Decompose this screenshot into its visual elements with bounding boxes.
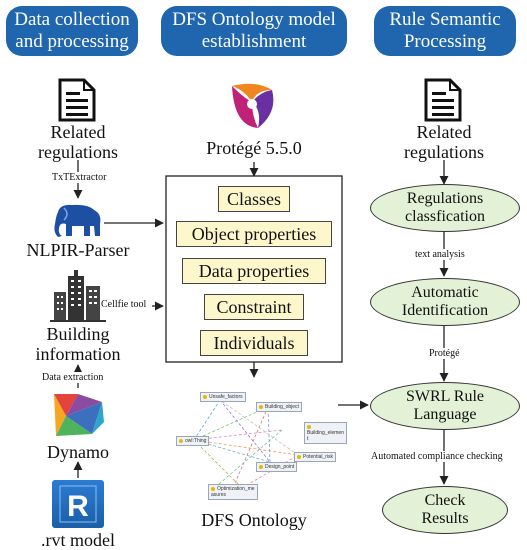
document-icon <box>424 78 462 122</box>
ontology-node-building-object: Building_object <box>256 402 302 412</box>
ontology-node-unsafe-factors: Unsafe_factors <box>200 392 246 402</box>
ontology-edges <box>193 399 299 491</box>
building-icon <box>50 270 106 322</box>
protege-logo <box>232 83 274 128</box>
header-ontology-establishment: DFS Ontology model establishment <box>161 6 347 56</box>
classes-item: Classes <box>218 186 290 212</box>
regulations-classification-node: Regulations classfication <box>370 184 520 232</box>
check-results-node: Check Results <box>382 486 508 534</box>
object-properties-item: Object properties <box>176 221 332 247</box>
related-regulations-right: Related regulations <box>404 122 484 162</box>
protege-label: Protégé 5.5.0 <box>206 138 302 158</box>
ontology-node-building-element: Building_elemen t <box>304 422 347 444</box>
revit-icon: R <box>52 480 104 528</box>
ontology-node-thing: owl:Thing <box>176 436 210 446</box>
cellfie-label: Cellfie tool <box>100 299 148 310</box>
ontology-items: Classes Object properties Data propertie… <box>166 176 342 362</box>
elephant-icon <box>54 204 101 237</box>
ontology-node-design-point: Design_point <box>256 462 298 472</box>
individuals-item: Individuals <box>200 330 308 356</box>
ontology-graph: owl:Thing Unsafe_factors Building_object… <box>172 380 347 500</box>
data-properties-item: Data properties <box>182 258 326 284</box>
dfs-ontology-caption: DFS Ontology <box>201 510 307 530</box>
ontology-node-potential-risk: Potential_risk <box>294 452 337 462</box>
ontology-node-optimization: Optimization_me asures <box>208 484 258 500</box>
dynamo-icon <box>54 394 104 436</box>
txtextractor-label: TxTExtractor <box>50 172 109 183</box>
nlpir-label: NLPIR-Parser <box>26 240 130 260</box>
svg-text:R: R <box>67 490 89 523</box>
building-information-label: Building information <box>35 324 121 364</box>
header-rule-semantic: Rule Semantic Processing <box>374 6 516 56</box>
compliance-checking-label: Automated compliance checking <box>370 451 504 462</box>
constraint-item: Constraint <box>204 294 304 320</box>
data-extraction-label: Data extraction <box>40 372 106 383</box>
related-regulations-left: Related regulations <box>38 122 118 162</box>
dynamo-label: Dynamo <box>47 442 109 462</box>
document-icon <box>58 78 96 122</box>
automatic-identification-node: Automatic Identification <box>370 278 520 326</box>
protege-small-label: Protégé <box>428 348 461 359</box>
rvt-model-label: .rvt model <box>41 530 115 550</box>
swrl-rule-language-node: SWRL Rule Language <box>370 382 520 430</box>
text-analysis-label: text analysis <box>414 249 466 260</box>
header-data-collection: Data collection and processing <box>6 6 138 56</box>
